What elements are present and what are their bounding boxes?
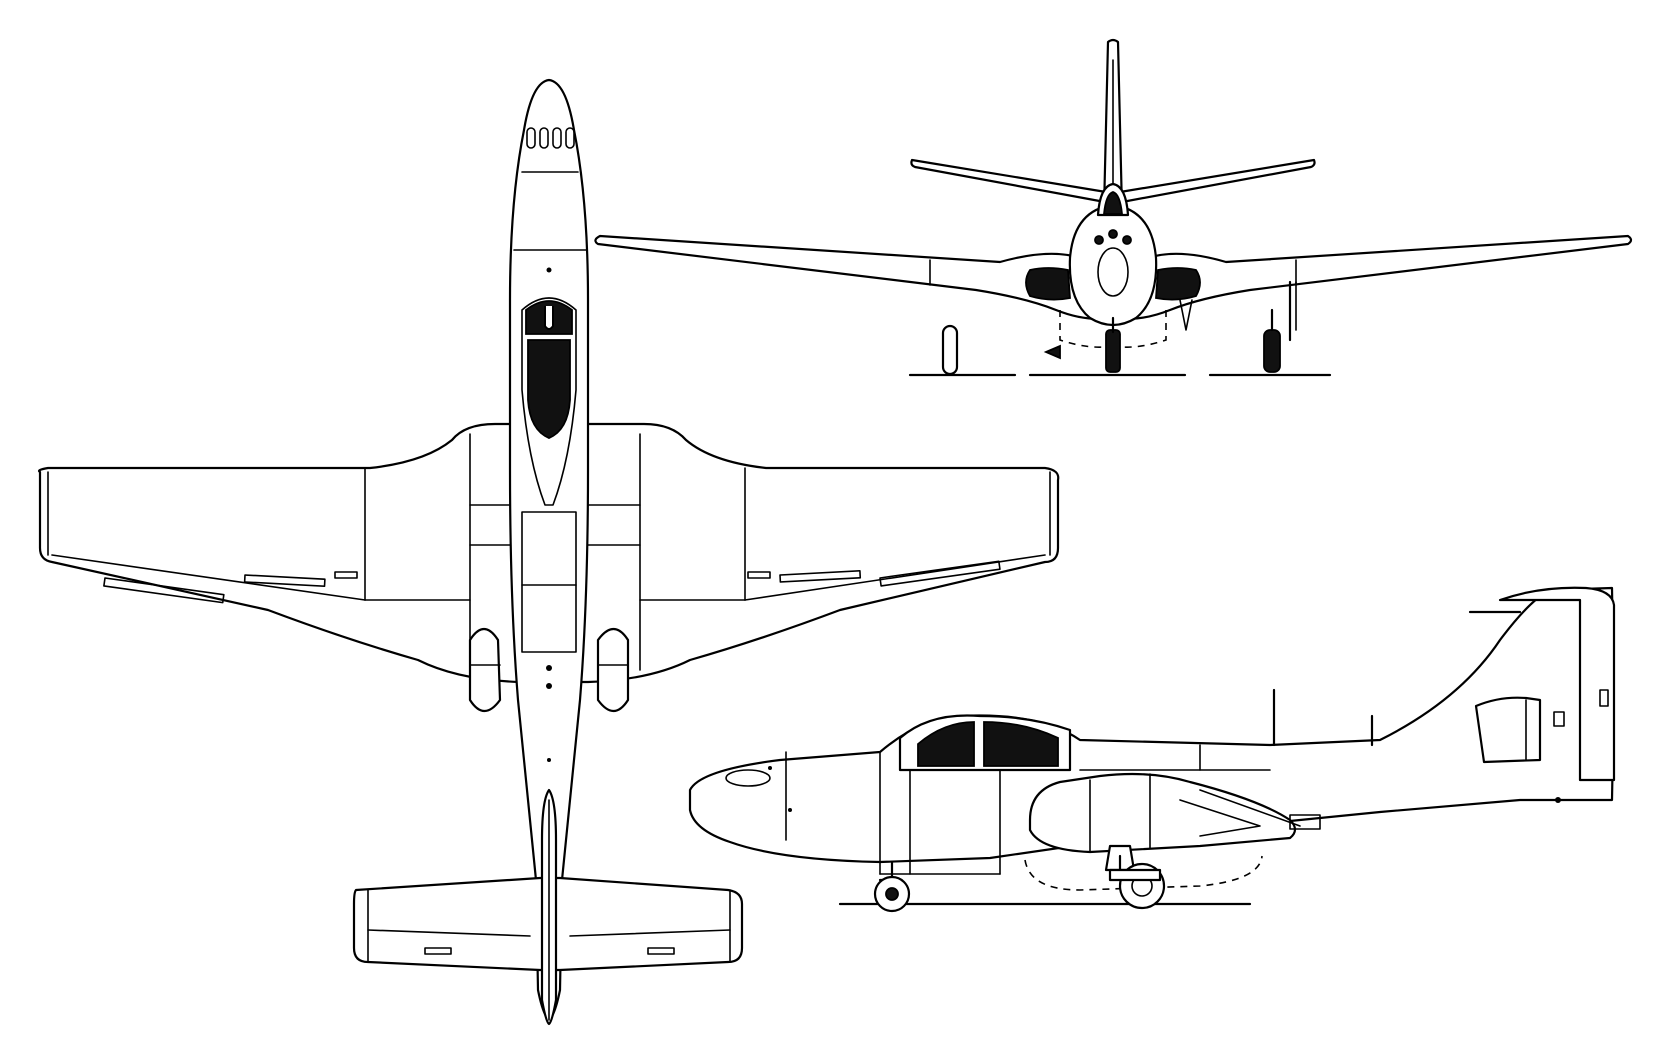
front-view — [594, 38, 1633, 377]
top-view-right-nacelle — [596, 627, 630, 713]
front-view-right-intake — [1155, 267, 1201, 301]
side-view — [688, 586, 1616, 913]
side-view-fin — [1498, 586, 1616, 782]
side-view-engine-nacelle — [1028, 772, 1297, 854]
front-view-nose-wheel — [1105, 329, 1121, 373]
front-view-main-wheel — [1263, 329, 1281, 373]
front-view-right-tailplane — [1118, 158, 1316, 204]
top-view-canopy-glass — [527, 339, 571, 439]
side-view-canopy-glass — [917, 721, 975, 767]
top-view-left-nacelle — [468, 627, 502, 713]
top-view-canopy — [521, 297, 577, 506]
front-view-left-tailplane — [910, 158, 1108, 204]
front-view-fuselage — [1068, 203, 1158, 327]
front-view-left-intake — [1025, 267, 1071, 301]
top-view — [37, 78, 1060, 1026]
front-view-nose-intake — [1097, 247, 1129, 297]
